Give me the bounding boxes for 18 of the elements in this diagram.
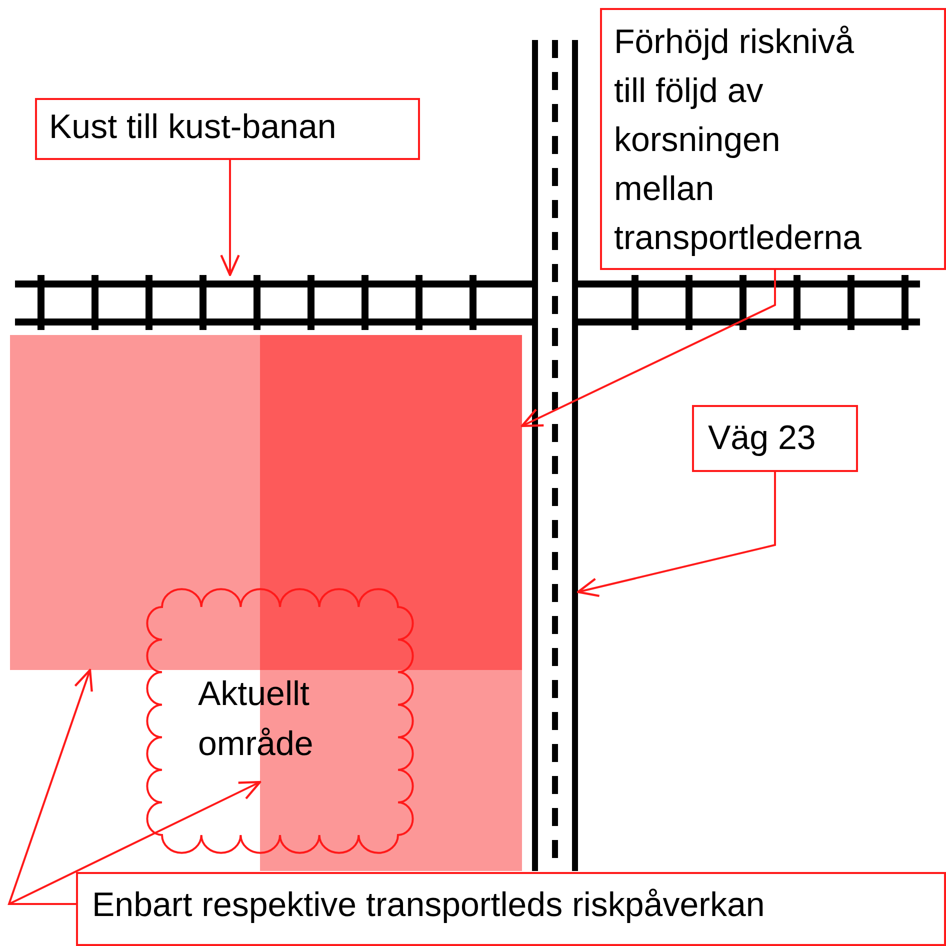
risk-zone xyxy=(260,335,522,670)
callout-text: Förhöjd risknivå till följd av korsningen mellan transportlederna xyxy=(614,22,863,259)
callout-text: Enbart respektive transportleds riskpåverkan xyxy=(92,885,765,926)
callout-box xyxy=(76,872,946,946)
area-label: Aktuellt område xyxy=(198,674,314,765)
callout-text: Väg 23 xyxy=(708,418,816,459)
callout-box xyxy=(600,8,946,270)
leader-line xyxy=(576,472,776,598)
leader-line xyxy=(8,668,93,905)
callout-text: Kust till kust-banan xyxy=(49,107,336,148)
leader-line xyxy=(520,270,776,428)
railway-track xyxy=(15,275,920,330)
road xyxy=(532,40,578,871)
callout-box xyxy=(692,405,858,472)
leader-line xyxy=(220,160,240,276)
leader-line xyxy=(8,780,262,905)
callout-box xyxy=(35,98,420,160)
risk-zone xyxy=(10,335,260,670)
